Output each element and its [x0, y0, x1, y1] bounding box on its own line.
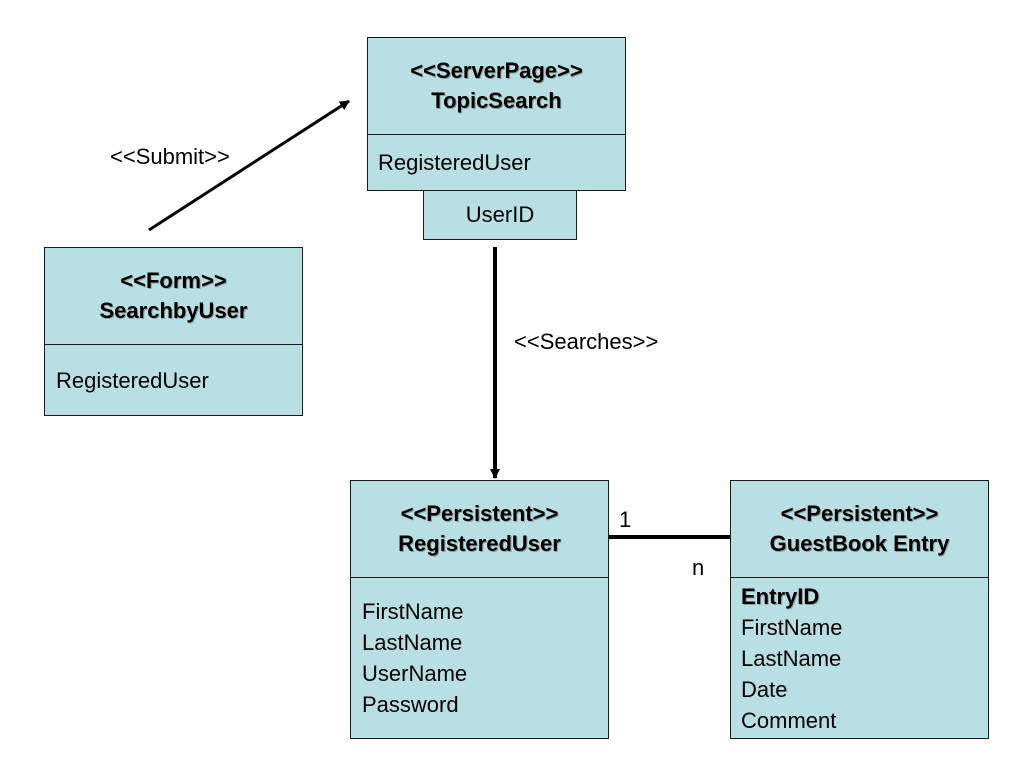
multiplicity-many: n [692, 555, 705, 580]
class-name: RegisteredUser [398, 531, 561, 556]
attribute: Password [362, 692, 459, 717]
class-header: <<Persistent>> GuestBook Entry [731, 481, 988, 578]
class-attributes: EntryID FirstName LastName Date Comment [731, 578, 988, 736]
submit-label: <<Submit>> [110, 144, 230, 169]
class-topic-search[interactable]: <<ServerPage>> TopicSearch RegisteredUse… [367, 37, 626, 191]
attribute: Comment [741, 708, 837, 733]
stereotype-label: <<Persistent>> [400, 501, 559, 526]
class-attributes: FirstName LastName UserName Password [351, 578, 608, 720]
class-header: <<Form>> SearchbyUser [45, 248, 302, 345]
stereotype-label: <<Persistent>> [780, 501, 939, 526]
attribute: FirstName [741, 615, 843, 640]
class-registered-user[interactable]: <<Persistent>> RegisteredUser FirstName … [350, 480, 609, 739]
attribute: RegisteredUser [378, 150, 531, 175]
class-header: <<ServerPage>> TopicSearch [368, 38, 625, 135]
attribute: LastName [741, 646, 842, 671]
attribute: RegisteredUser [56, 368, 209, 393]
stereotype-label: <<ServerPage>> [410, 58, 583, 83]
submit-arrow [148, 99, 350, 232]
class-name: SearchbyUser [99, 298, 248, 323]
class-header: <<Persistent>> RegisteredUser [351, 481, 608, 578]
attribute: LastName [362, 630, 463, 655]
multiplicity-one: 1 [619, 507, 632, 532]
class-attributes: RegisteredUser [45, 345, 302, 396]
qualifier-label: UserID [465, 202, 535, 227]
key-attribute: EntryID [741, 584, 820, 609]
attribute: UserName [362, 661, 468, 686]
searches-label: <<Searches>> [514, 329, 659, 354]
stereotype-label: <<Form>> [120, 268, 227, 293]
class-name: TopicSearch [431, 88, 562, 113]
class-searchby-user[interactable]: <<Form>> SearchbyUser RegisteredUser [44, 247, 303, 416]
attribute: Date [741, 677, 788, 702]
class-attributes: RegisteredUser [368, 135, 625, 178]
attribute: FirstName [362, 599, 464, 624]
class-guestbook-entry[interactable]: <<Persistent>> GuestBook Entry EntryID F… [730, 480, 989, 739]
qualifier-box[interactable]: UserID [423, 190, 577, 240]
class-name: GuestBook Entry [769, 531, 950, 556]
